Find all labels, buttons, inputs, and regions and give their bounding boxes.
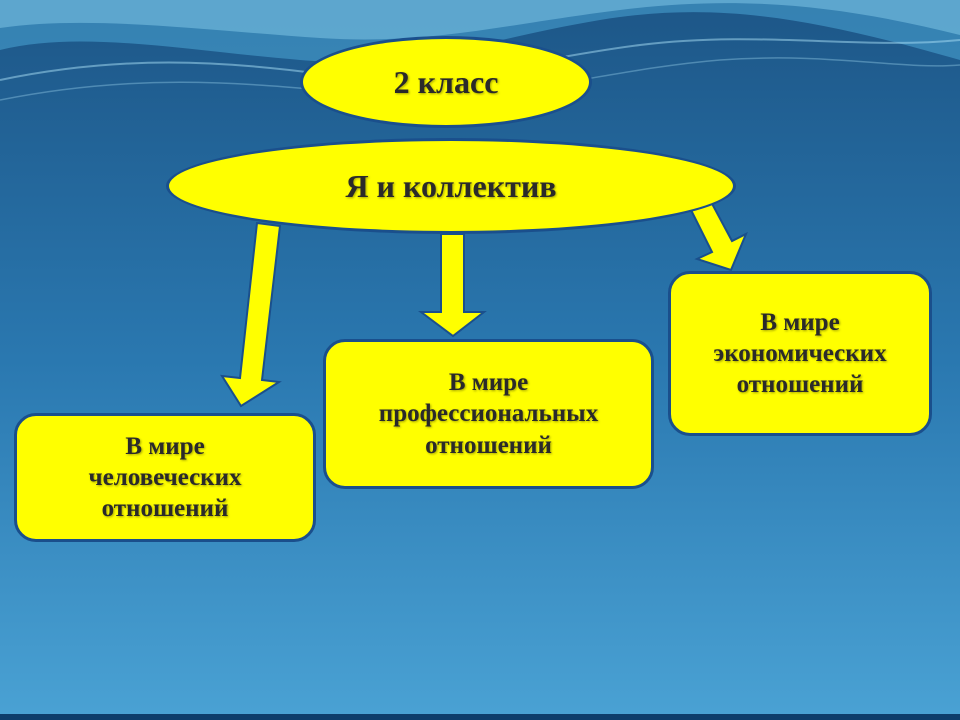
topic-ellipse: Я и коллектив — [166, 138, 736, 234]
bottom-border — [0, 714, 960, 720]
topic-label: Я и коллектив — [345, 167, 557, 204]
arrow-to-economic-relations — [688, 196, 748, 272]
arrow-to-professional-relations — [418, 233, 487, 338]
economic-relations-label: В мире экономических отношений — [713, 308, 887, 399]
professional-relations-label: В мире профессиональных отношений — [378, 369, 599, 459]
grade-label: 2 класс — [393, 63, 499, 100]
economic-relations-box: В мире экономических отношений — [668, 271, 932, 436]
professional-relations-box: В мире профессиональных отношений — [323, 339, 654, 489]
human-relations-box: В мире человеческих отношений — [14, 413, 316, 542]
grade-ellipse: 2 класс — [300, 36, 592, 128]
arrow-to-human-relations — [220, 221, 282, 408]
human-relations-label: В мире человеческих отношений — [88, 432, 242, 523]
